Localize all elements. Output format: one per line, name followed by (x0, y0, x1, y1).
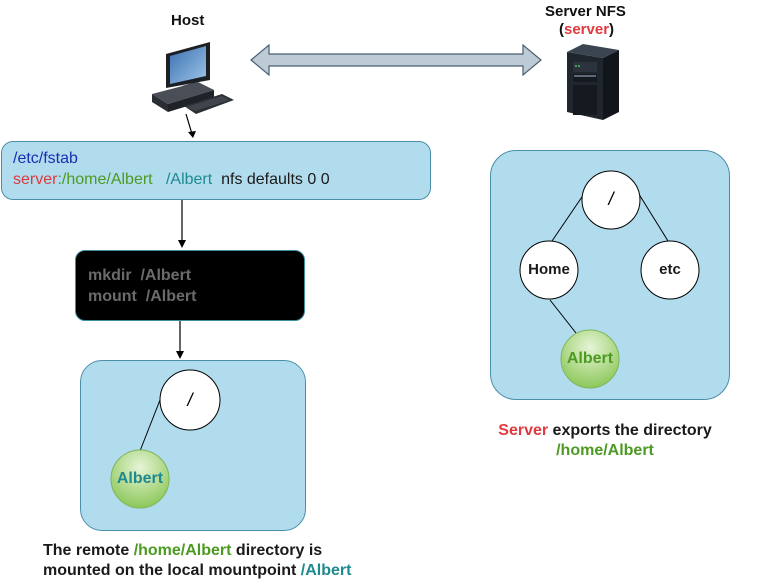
commands-to-tree-arrow (176, 321, 184, 359)
host-caption-line1: The remote /home/Albert directory is (43, 542, 323, 559)
server-caption: Server exports the directory/home/Albert (480, 421, 730, 461)
tower-server-icon (567, 44, 619, 120)
fstab-entry: server:/home/Albert /Albert nfs defaults… (13, 169, 430, 190)
fstab-path: /etc/fstab (13, 150, 78, 167)
server-label: Server NFS (545, 3, 626, 20)
fstab-mountpoint: /Albert (165, 171, 213, 188)
edge-home-albert (549, 299, 577, 334)
host-label: Host (171, 12, 205, 29)
server-hostname-name: server (564, 21, 610, 38)
fstab-remote-path: :/home/Albert (57, 171, 153, 188)
mkdir-command: mkdir /Albert (88, 267, 192, 284)
local-root-node (159, 369, 221, 431)
server-etc-node (640, 240, 700, 300)
local-albert-label: Albert (116, 470, 164, 487)
local-albert-node (110, 449, 170, 509)
server-etc-label: etc (659, 261, 681, 278)
local-root-label: / (187, 390, 193, 410)
server-root-label: / (608, 189, 614, 209)
fstab-server: server (13, 171, 58, 188)
server-hostname: (server) (559, 21, 615, 38)
fstab-to-commands-arrow (178, 200, 186, 248)
fstab-box: /etc/fstab server:/home/Albert /Albert n… (1, 141, 431, 200)
host-caption: The remote /home/Albert directory is moun… (43, 541, 351, 581)
server-home-label: Home (528, 261, 570, 278)
double-arrow-icon (250, 43, 542, 77)
commands-box: mkdir /Albert mount /Albert (75, 250, 305, 321)
server-tree (519, 170, 700, 389)
local-tree-edge (139, 399, 161, 452)
server-caption-line1: Server exports the directory (498, 422, 712, 439)
server-root-node (581, 170, 641, 230)
local-tree (110, 369, 221, 509)
edge-root-home (551, 190, 587, 242)
desktop-computer-icon (152, 42, 234, 114)
server-caption-path: /home/Albert (556, 442, 654, 459)
server-albert-node (560, 329, 620, 389)
server-albert-label: Albert (566, 350, 614, 367)
host-caption-line2: mounted on the local mountpoint /Albert (43, 562, 352, 579)
mount-command: mount /Albert (88, 288, 197, 305)
edge-root-etc (636, 190, 669, 242)
fstab-options: nfs defaults 0 0 (221, 171, 330, 188)
server-home-node (519, 240, 579, 300)
host-to-fstab-arrow (185, 113, 196, 138)
